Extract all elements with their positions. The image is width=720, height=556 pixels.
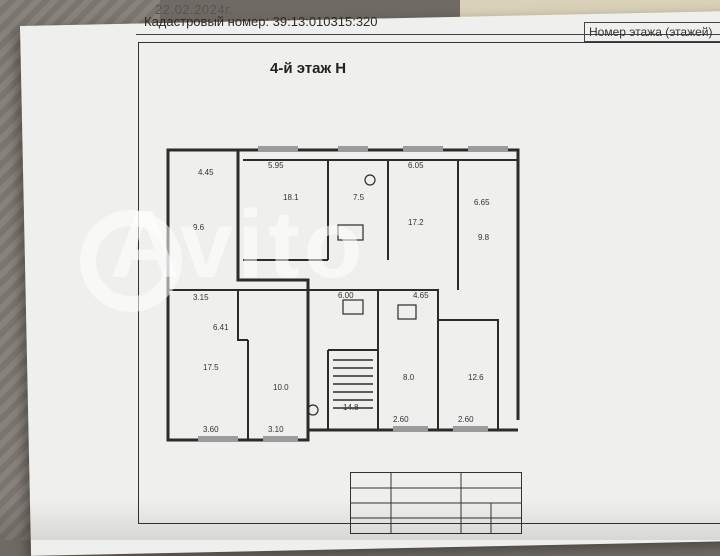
dimension-label: 6.00 [338,291,354,300]
dimension-label: 3.10 [268,425,284,434]
dimension-label: 2.60 [458,415,474,424]
room-area: 12.6 [468,373,484,382]
floor-number-box: Номер этажа (этажей) [584,22,720,42]
room-area: 14.8 [343,403,359,412]
dimension-label: 6.05 [408,161,424,170]
dimension-label: 6.41 [213,323,229,332]
floor-plan-drawing: 4.45 5.95 6.05 6.65 3.15 6.41 6.00 4.65 … [166,146,520,442]
room-area: 7.5 [353,193,365,202]
title-block-stamp [350,472,522,534]
dimension-label: 6.65 [474,198,490,207]
cadastral-number: Кадастровый номер: 39:13:010315:320 [144,14,378,29]
dimension-label: 3.60 [203,425,219,434]
bottom-shadow [0,500,720,540]
room-area: 17.2 [408,218,424,227]
stamp-grid [351,473,521,533]
document-date: 22.02.2024г. [155,2,233,17]
watermark-text: Avito [110,191,367,298]
dimension-label: 4.65 [413,291,429,300]
dimension-label: 4.45 [198,168,214,177]
wall-top [238,148,520,420]
room-area: 17.5 [203,363,219,372]
header-divider [136,34,720,35]
room-area: 10.0 [273,383,289,392]
room-area: 9.6 [193,223,205,232]
room-area: 8.0 [403,373,415,382]
dimension-label: 2.60 [393,415,409,424]
room-area: 18.1 [283,193,299,202]
dimension-label: 5.95 [268,161,284,170]
dimension-label: 3.15 [193,293,209,302]
room-area: 9.8 [478,233,490,242]
floor-title: 4-й этаж Н [270,60,347,77]
